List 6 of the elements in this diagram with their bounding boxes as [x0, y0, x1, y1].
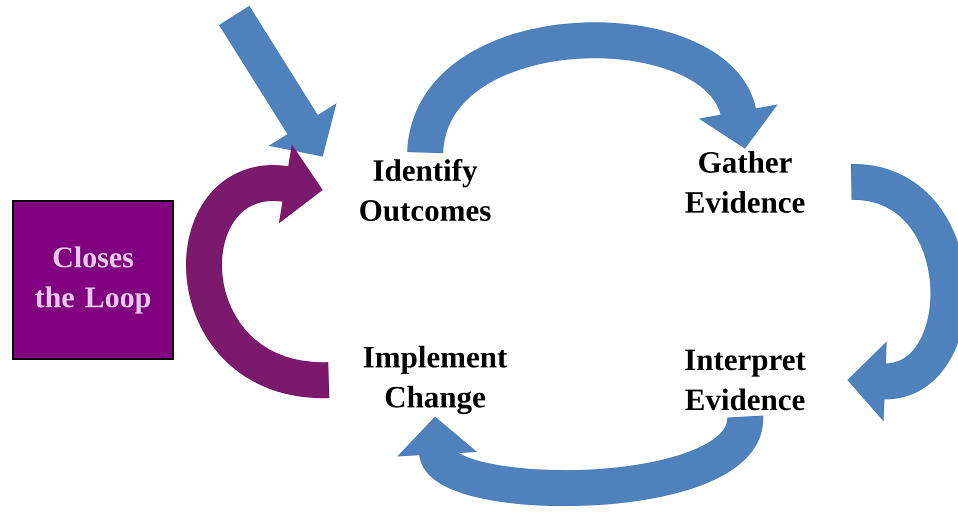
step-label: Gather Evidence: [685, 151, 804, 213]
step-label: Identify Outcomes: [360, 158, 491, 222]
loop-box: Closes the Loop: [12, 200, 174, 360]
step-label: Implement Change: [364, 346, 508, 414]
step-label: Interpret Evidence: [685, 350, 806, 410]
block-arrow: [408, 22, 778, 156]
